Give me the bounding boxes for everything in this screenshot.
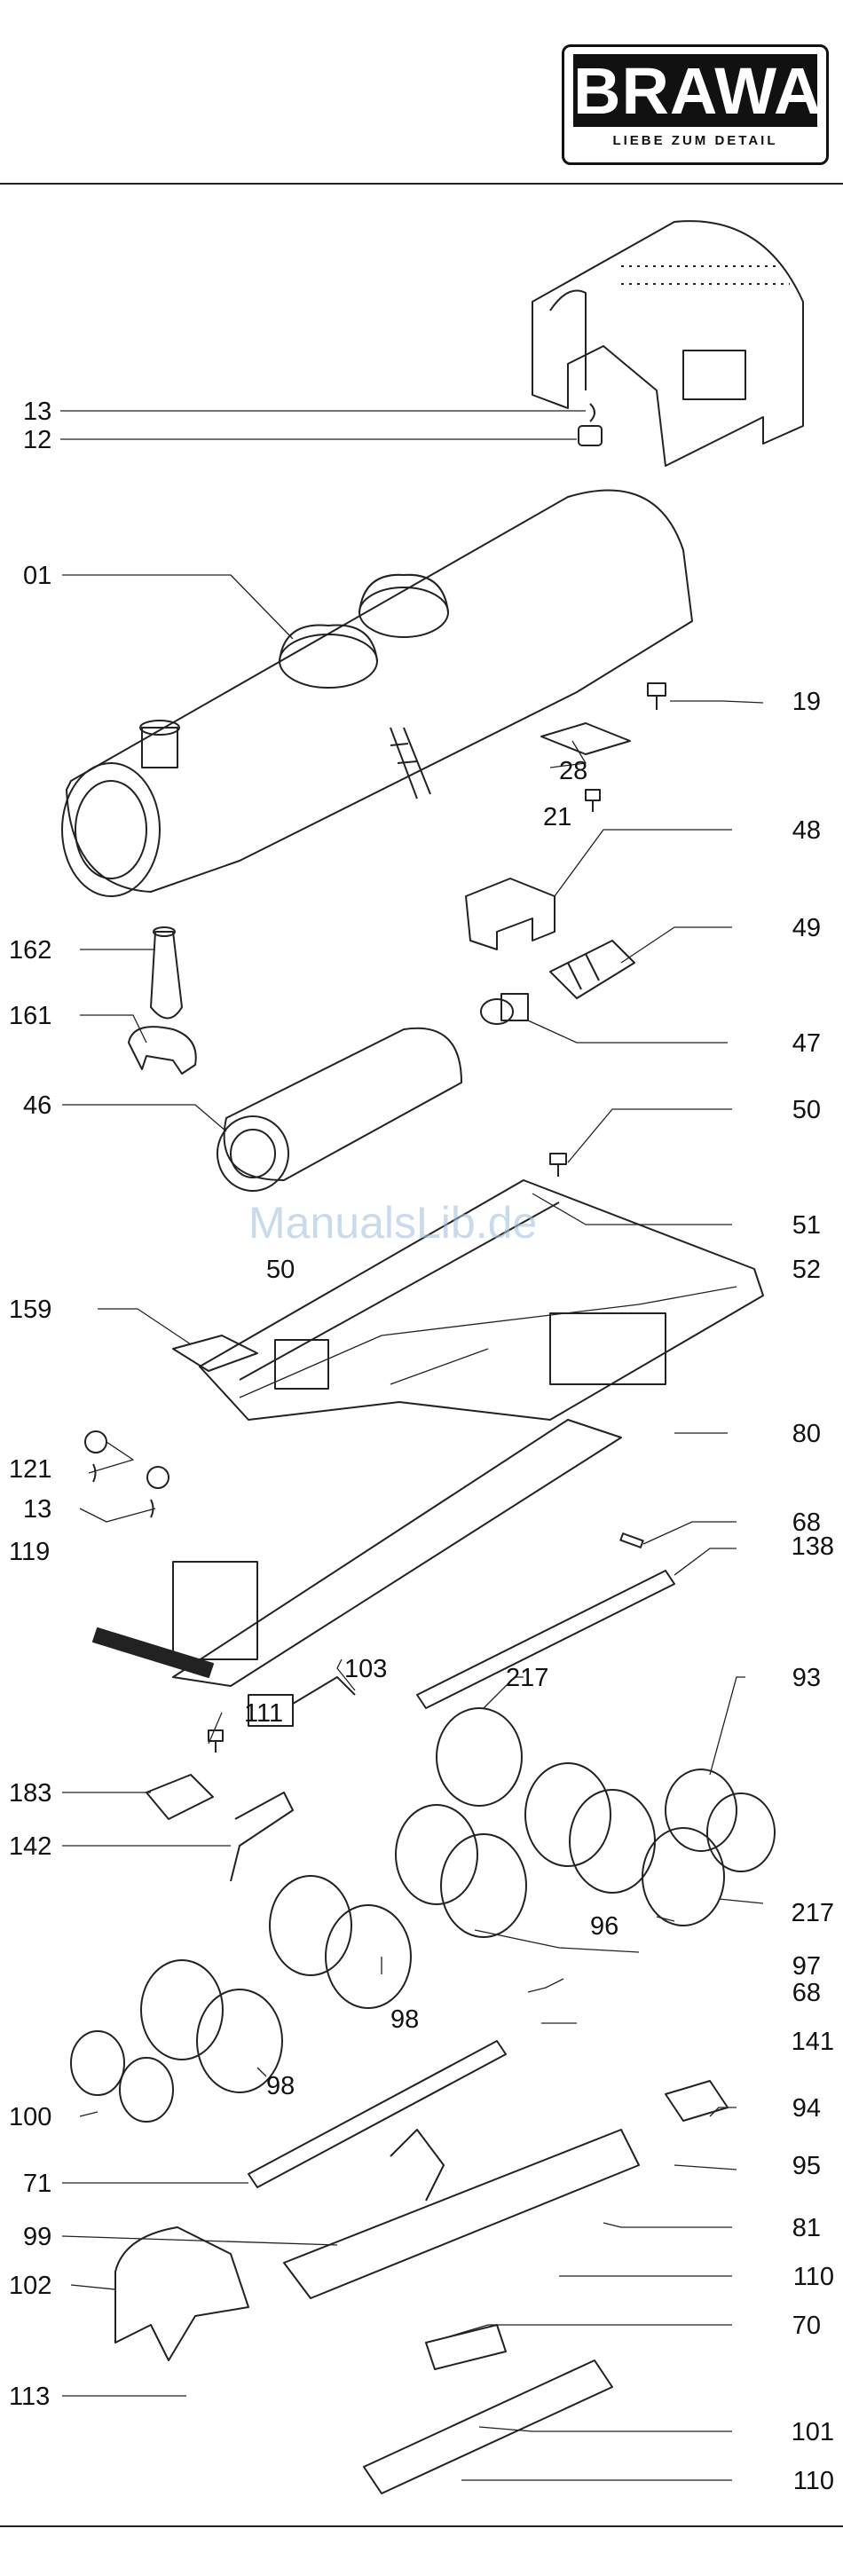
part-141-drawing [390,2130,444,2201]
part-label-p52: 52 [792,1256,821,1284]
cab-part [532,221,803,466]
part-label-p102: 102 [9,2272,51,2300]
part-label-p13b: 13 [23,1495,51,1524]
part-47-drawing [481,994,528,1024]
part-label-p119: 119 [9,1538,50,1566]
part-label-p183: 183 [9,1779,51,1808]
part-161-drawing [129,1027,196,1074]
part-label-p49: 49 [792,914,821,942]
part-label-p161: 161 [9,1002,51,1030]
bogie-frame [115,2130,639,2360]
part-label-p162: 162 [9,936,51,965]
part-162-drawing [151,927,182,1019]
part-label-p46: 46 [23,1091,51,1120]
part-50-drawing [550,1154,566,1177]
part-label-p12: 12 [23,426,51,454]
part-label-p95: 95 [792,2152,821,2180]
part-label-p159: 159 [9,1296,51,1324]
part-label-p01: 01 [23,562,51,590]
part-label-p71: 71 [23,2170,51,2198]
part-label-p101: 101 [792,2418,834,2446]
part-label-p141: 141 [792,2028,834,2056]
watermark: ManualsLib.de [248,1198,537,1248]
part-label-p103: 103 [344,1655,387,1683]
part-label-p68b: 68 [792,1979,821,2007]
part-label-p142: 142 [9,1832,51,1861]
part-label-p110a: 110 [793,2263,834,2291]
part-label-p51: 51 [792,1211,821,1240]
part-13-drawing [590,404,595,421]
part-label-p93: 93 [792,1664,821,1692]
part-label-p96: 96 [590,1912,618,1941]
part-label-p99: 99 [23,2223,51,2251]
part-71-rod [248,2041,506,2187]
part-label-p19: 19 [792,688,821,716]
part-label-p217a: 217 [506,1664,548,1692]
part-label-p48: 48 [792,816,821,845]
part-12-drawing [579,426,602,445]
part-label-p97: 97 [792,1952,821,1981]
part-label-p98a: 98 [390,2005,419,2034]
part-94-drawing [666,2081,728,2121]
driving-wheels [71,1708,775,2122]
part-label-p81: 81 [792,2214,821,2242]
part-label-p110b: 110 [793,2467,834,2495]
part-label-p50a: 50 [792,1096,821,1124]
part-label-p80: 80 [792,1420,821,1448]
part-21-drawing [586,790,600,812]
part-28-drawing [541,723,630,754]
part-label-p50b: 50 [266,1256,295,1284]
part-19-drawing [648,683,666,710]
part-119-drawing [93,1464,154,1517]
part-183-drawing [146,1775,213,1819]
part-142-drawing [231,1792,293,1881]
part-label-p28: 28 [559,757,587,785]
part-label-p100: 100 [9,2103,51,2131]
part-label-p138: 138 [792,1532,834,1561]
part-121-drawing [85,1431,169,1488]
part-label-p113: 113 [9,2383,50,2411]
part-label-p121: 121 [9,1455,51,1484]
part-49-drawing [550,941,634,998]
part-label-p94: 94 [792,2094,821,2123]
part-101-drawing [364,2360,612,2493]
part-label-p217b: 217 [792,1899,834,1927]
part-111-drawing [209,1730,223,1753]
part-label-p47: 47 [792,1029,821,1058]
chassis-frame [93,1180,763,1686]
part-label-p111: 111 [244,1699,283,1728]
part-label-p98b: 98 [266,2072,295,2100]
part-46-drawing [217,1028,461,1191]
part-label-p21: 21 [543,803,571,831]
part-label-p70: 70 [792,2312,821,2340]
part-48-drawing [466,878,555,949]
boiler-part [62,491,692,897]
part-label-p13a: 13 [23,398,51,426]
part-68a-drawing [620,1533,642,1548]
